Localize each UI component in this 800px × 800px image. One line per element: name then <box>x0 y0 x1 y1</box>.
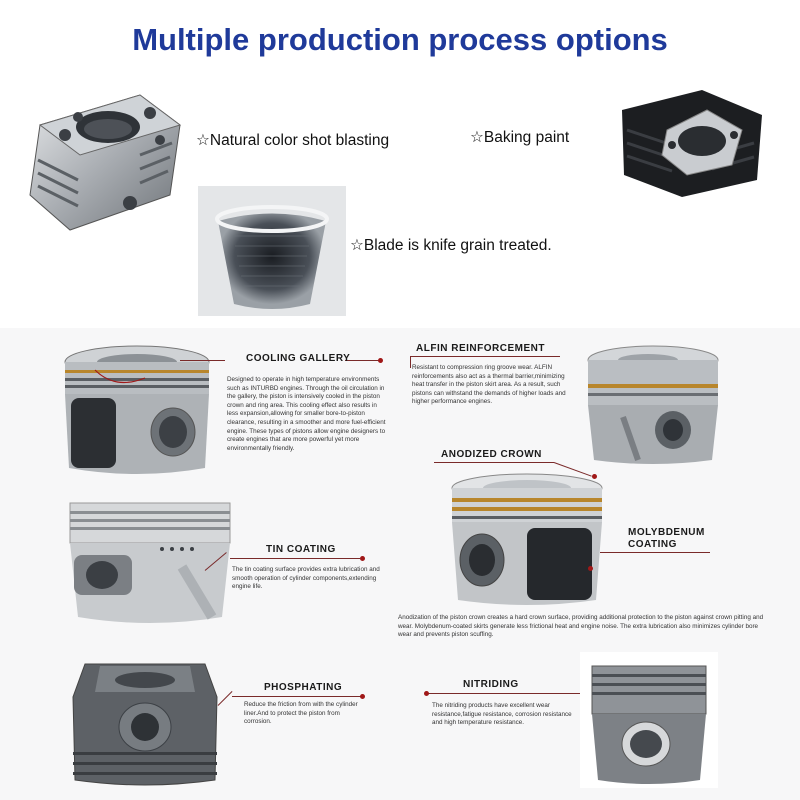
tin-coating-text: The tin coating surface provides extra l… <box>232 566 380 591</box>
alfin-title: ALFIN REINFORCEMENT <box>416 343 545 354</box>
anodized-molybdenum-note: Anodization of the piston crown creates … <box>398 614 764 639</box>
molybdenum-title-line1: MOLYBDENUM <box>628 527 705 538</box>
callout-line <box>410 356 560 357</box>
piston-tin-coating-image <box>62 497 237 632</box>
molybdenum-title: MOLYBDENUM COATING <box>628 527 705 551</box>
page-title: Multiple production process options <box>132 22 668 57</box>
callout-dot <box>360 694 365 699</box>
nitriding-title: NITRIDING <box>463 679 519 690</box>
piston-nitriding-image <box>580 652 718 788</box>
piston-cooling-gallery-image <box>55 340 220 480</box>
anodized-crown-title: ANODIZED CROWN <box>441 449 542 460</box>
piston-phosphating-image <box>65 652 225 792</box>
callout-line <box>600 552 710 553</box>
callout-dot <box>424 691 429 696</box>
molybdenum-title-line2: COATING <box>628 539 677 550</box>
alfin-text: Resistant to compression ring groove wea… <box>412 364 566 406</box>
knife-grain-bore-image <box>198 186 346 316</box>
piston-anodized-image <box>442 470 612 610</box>
callout-dot <box>360 556 365 561</box>
piston-alfin-image <box>578 342 728 467</box>
cooling-gallery-title: COOLING GALLERY <box>246 353 351 364</box>
cylinder-baked-paint-image <box>612 85 772 200</box>
option-knife-grain: ☆Blade is knife grain treated. <box>350 237 552 254</box>
callout-line <box>410 356 411 368</box>
option-shot-blasting: ☆Natural color shot blasting <box>196 132 390 149</box>
callout-line <box>434 462 554 463</box>
phosphating-text: Reduce the friction from with the cylind… <box>244 701 358 726</box>
callout-line <box>232 696 362 697</box>
cylinder-block-shot-blasted-image <box>20 85 185 235</box>
callout-line <box>230 558 360 559</box>
callout-line <box>428 693 588 694</box>
callout-line <box>180 360 225 361</box>
nitriding-text: The nitriding products have excellent we… <box>432 702 572 727</box>
phosphating-title: PHOSPHATING <box>264 682 343 693</box>
cooling-gallery-text: Designed to operate in high temperature … <box>227 376 386 452</box>
callout-dot <box>378 358 383 363</box>
callout-dot <box>592 474 597 479</box>
callout-dot <box>588 566 593 571</box>
callout-line <box>345 360 380 361</box>
tin-coating-title: TIN COATING <box>266 544 336 555</box>
option-baking-paint: ☆Baking paint <box>470 129 570 146</box>
